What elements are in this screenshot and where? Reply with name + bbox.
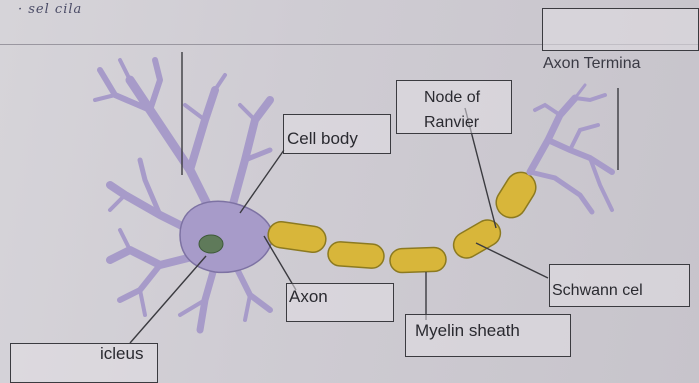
- myelin-segments: [266, 167, 541, 273]
- axon-terminal-branches: [530, 85, 612, 212]
- axon-label: Axon: [289, 288, 328, 305]
- node-of-ranvier-label-line2: Ranvier: [424, 115, 479, 131]
- myelin-sheath-label: Myelin sheath: [415, 322, 520, 339]
- axon-terminal-label: Axon Termina: [543, 56, 641, 72]
- axon-terminal-box[interactable]: [542, 8, 699, 51]
- schwann-cell-label: Schwann cel: [552, 283, 643, 299]
- node-of-ranvier-label-line1: Node of: [424, 90, 480, 106]
- cell-body-label: Cell body: [287, 130, 358, 147]
- nucleus-label: icleus: [100, 345, 143, 362]
- cell-body-shape: [180, 201, 272, 272]
- nucleus-shape: [199, 235, 223, 253]
